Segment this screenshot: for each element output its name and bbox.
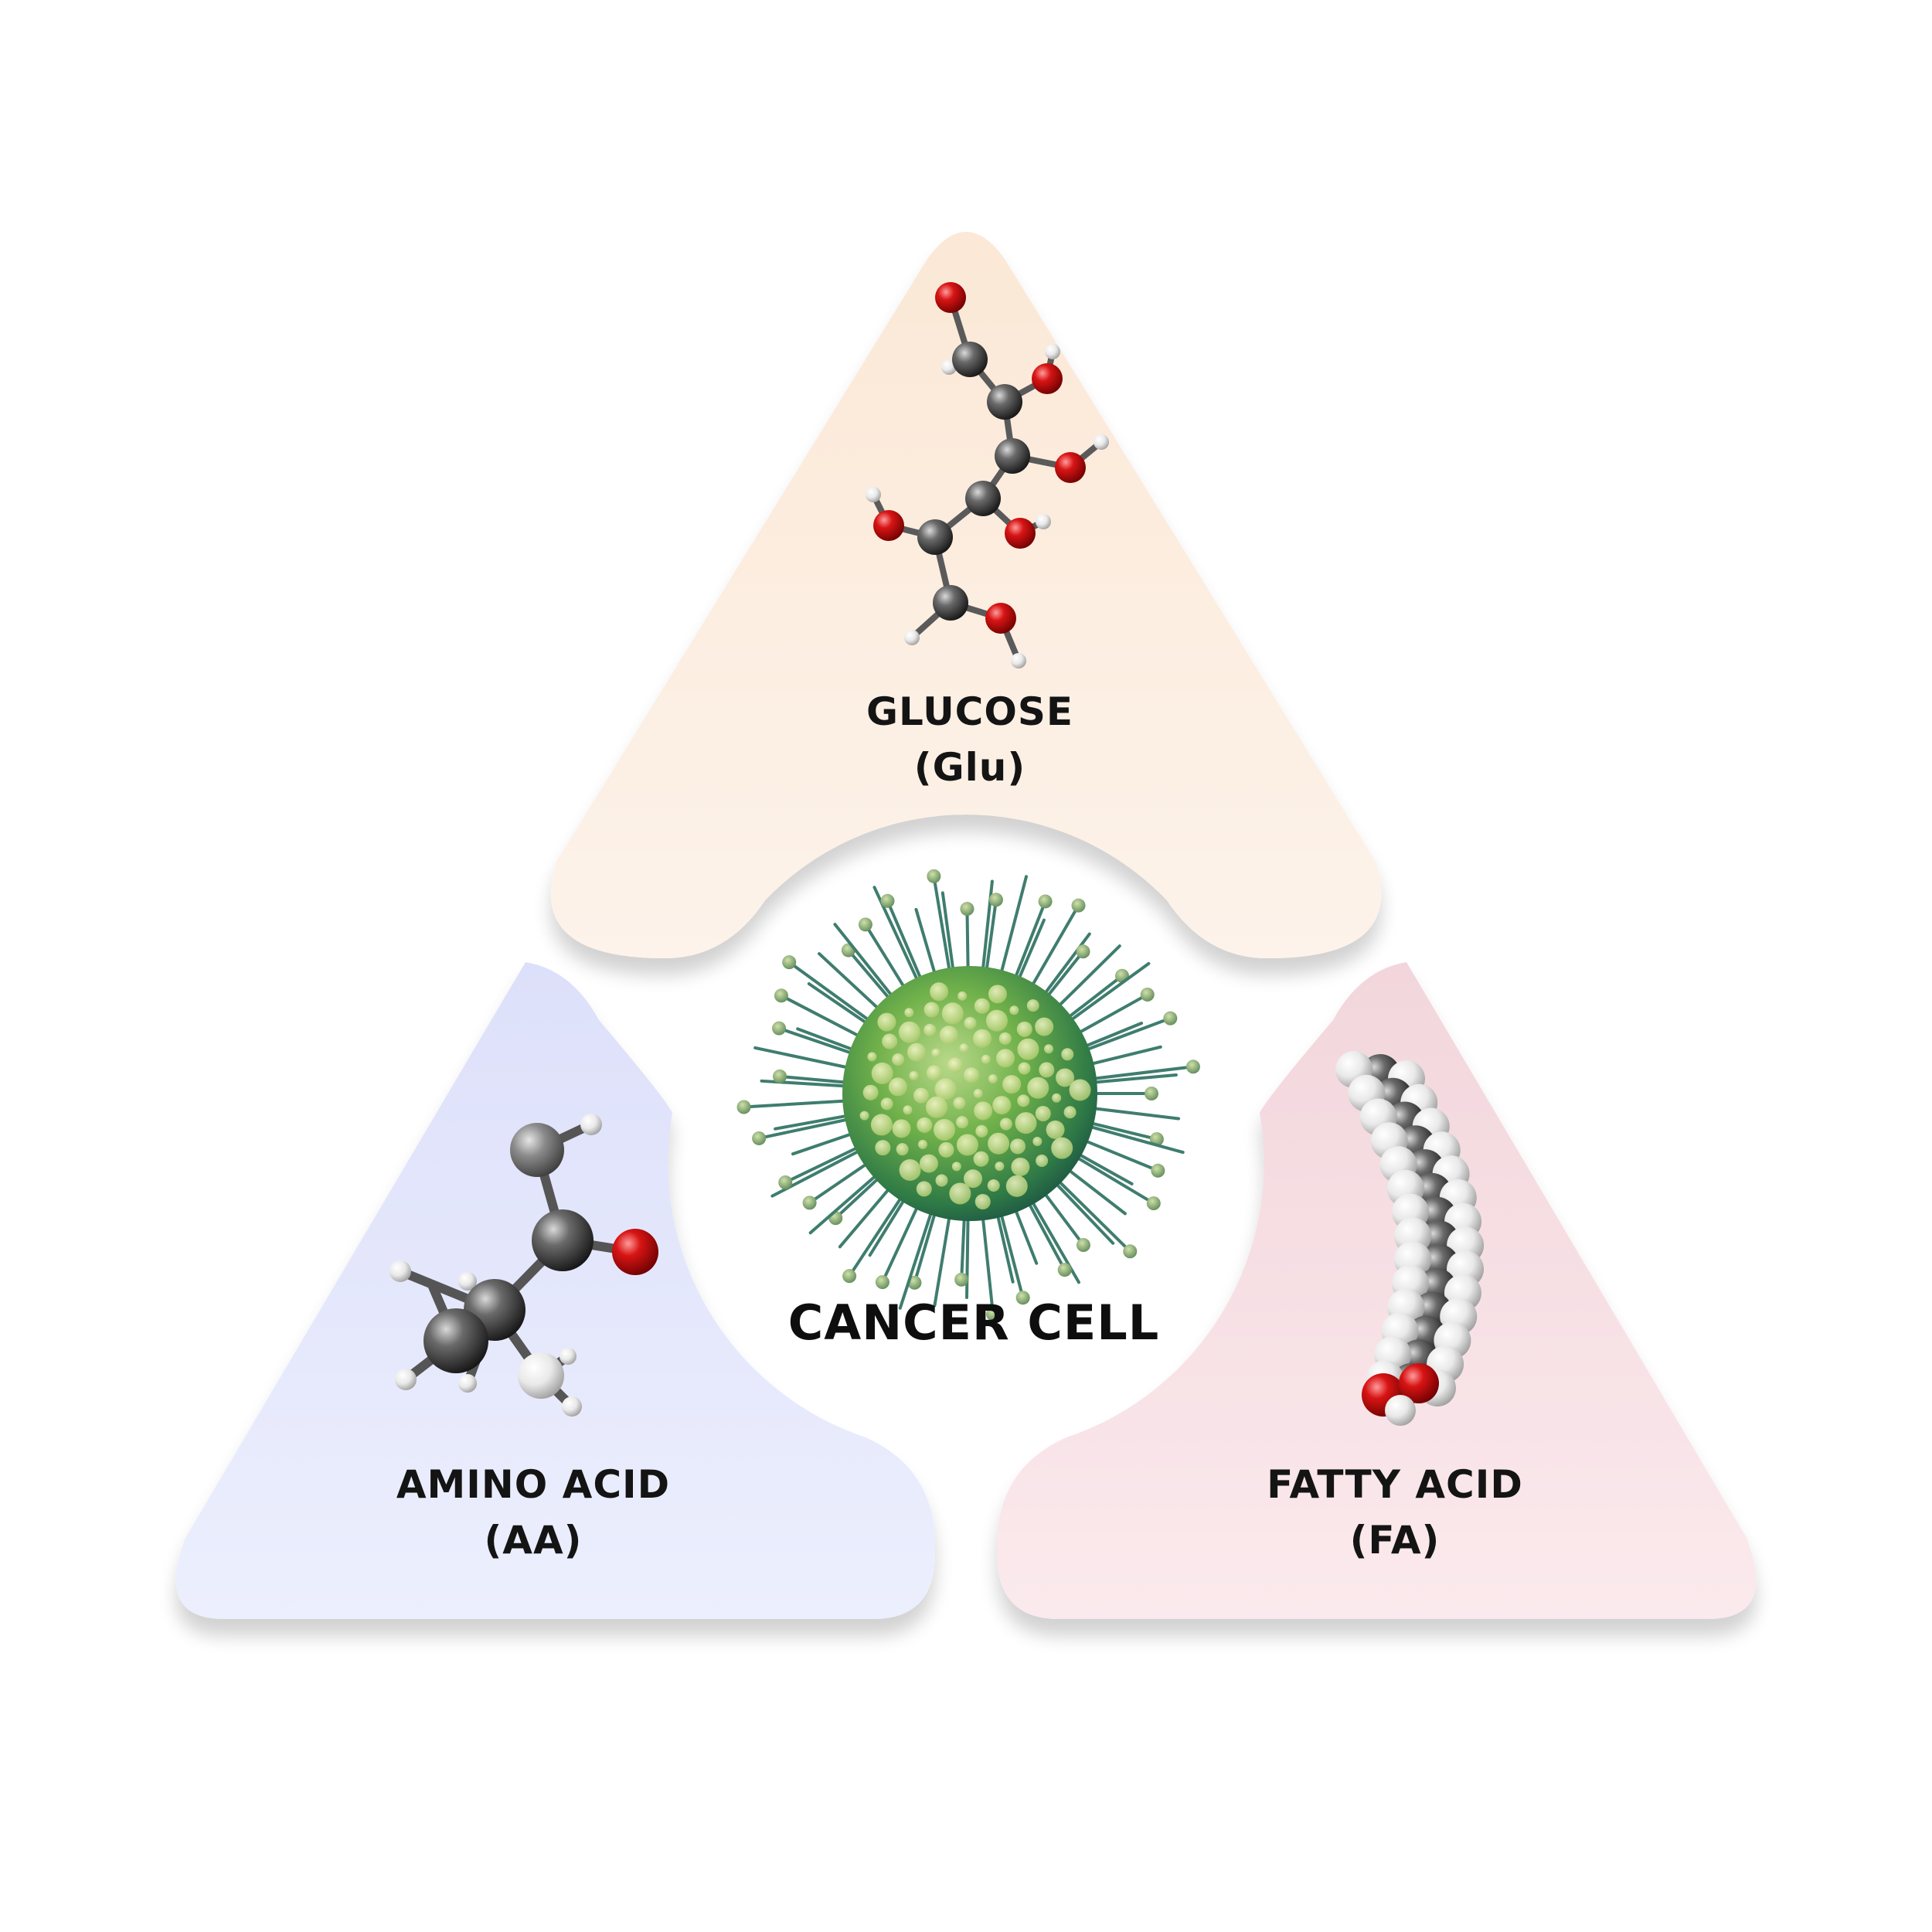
amino-acid-abbr: (AA)	[484, 1518, 583, 1563]
fatty-acid-name: FATTY ACID	[1267, 1462, 1523, 1507]
cancer-cell-icon	[736, 869, 1200, 1321]
glucose-label: GLUCOSE (Glu)	[699, 684, 1240, 795]
amino-acid-segment	[175, 962, 935, 1619]
glucose-name: GLUCOSE	[866, 689, 1074, 734]
amino-acid-molecule-icon	[389, 1114, 658, 1417]
amino-acid-name: AMINO ACID	[396, 1462, 671, 1507]
fatty-acid-molecule-icon	[1335, 1051, 1485, 1426]
amino-acid-label: AMINO ACID (AA)	[263, 1457, 804, 1568]
amino-acid-panel-shape	[175, 962, 935, 1619]
fatty-acid-label: FATTY ACID (FA)	[1124, 1457, 1665, 1568]
glucose-molecule-icon	[866, 282, 1109, 668]
fatty-acid-panel-shape	[997, 962, 1757, 1619]
glucose-abbr: (Glu)	[913, 745, 1026, 790]
fatty-acid-abbr: (FA)	[1349, 1518, 1440, 1563]
cancer-cell-label: CANCER CELL	[787, 1294, 1160, 1351]
fatty-acid-segment	[997, 962, 1757, 1619]
